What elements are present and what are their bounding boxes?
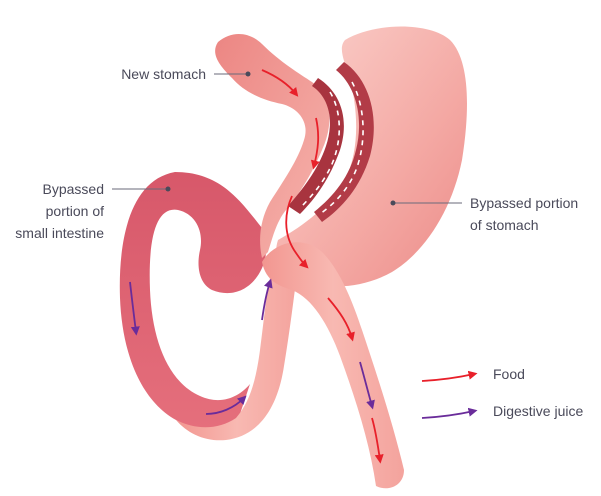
food-arrow-5 [371,417,384,464]
food-arrow-3 [285,195,309,269]
leader-dot-stomach [390,200,396,206]
leader-dot-intestine [165,186,171,192]
common-channel [262,242,404,489]
bypassed-small-intestine [119,172,267,429]
staple-dashes-right [319,81,364,215]
juice-arrow-4 [359,361,375,410]
legend-food-arrow [421,370,478,382]
bypassed-stomach [276,26,467,287]
food-arrow-1 [261,69,299,97]
leader-dot-new-stomach [245,71,251,77]
label-bypassed-small-intestine: Bypassed portion of small intestine [15,181,104,241]
juice-arrow-3 [261,278,273,321]
food-arrow-4 [327,297,355,342]
staple-line-left [288,78,344,214]
food-arrow-2 [310,117,320,170]
staple-dashes-left [299,91,341,209]
legend-digestive-juice-label: Digestive juice [493,403,584,419]
juice-arrow-2 [205,395,247,415]
legend-juice-arrow [421,407,478,419]
label-bypassed-stomach: Bypassed portion of stomach [470,195,579,233]
juice-arrow-1 [129,281,140,336]
new-stomach-pouch [215,33,330,258]
label-new-stomach: New stomach [121,66,206,82]
roux-limb-rising [176,266,298,441]
legend-food-label: Food [493,366,525,382]
